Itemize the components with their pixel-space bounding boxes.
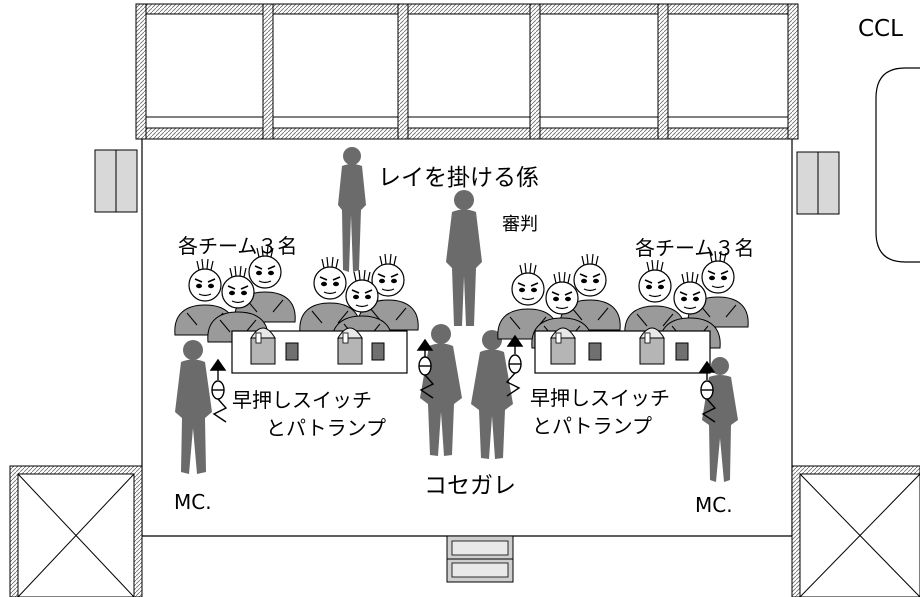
patrol-lamp-icon xyxy=(550,327,576,365)
patrol-lamp-icon xyxy=(337,327,363,365)
referee-label: 審判 xyxy=(502,214,538,235)
switch-right-label-line1: 早押しスイッチ xyxy=(530,386,670,410)
team-left-label: 各チーム３名 xyxy=(178,234,298,258)
wireless-mic-icon xyxy=(416,338,435,399)
wireless-mic-icon xyxy=(698,360,717,423)
buzzer-table-right xyxy=(534,327,711,374)
scaffold-tower-left xyxy=(9,465,143,597)
switch-button-icon xyxy=(588,342,602,361)
scaffold-tower-right xyxy=(791,465,920,597)
ccl-label: CCL xyxy=(858,16,903,42)
referee-figure xyxy=(446,190,482,326)
mc-left-label: MC. xyxy=(174,490,212,514)
switch-left-label-line1: 早押しスイッチ xyxy=(232,388,372,412)
kosegare-figure-left xyxy=(420,324,462,456)
ccl-frame xyxy=(875,67,920,263)
front-steps xyxy=(446,535,514,583)
buzzer-table-left xyxy=(231,327,408,374)
kosegare-figure-right xyxy=(471,330,513,459)
switch-button-icon xyxy=(675,342,689,361)
lei-hanger-label: レイを掛ける係 xyxy=(378,165,539,191)
lei-hanger-figure xyxy=(338,147,366,272)
patrol-lamp-icon xyxy=(250,327,276,365)
switch-button-icon xyxy=(285,342,299,361)
mc-right-figure xyxy=(702,357,738,482)
speaker-right xyxy=(796,151,840,215)
mc-left-figure xyxy=(175,340,212,474)
switch-right-label-line2: とパトランプ xyxy=(532,414,652,438)
switch-left-label-line2: とパトランプ xyxy=(266,416,386,440)
speaker-left xyxy=(94,149,138,213)
switch-button-icon xyxy=(371,342,385,361)
mc-right-label: MC. xyxy=(695,493,733,517)
wireless-mic-icon xyxy=(505,334,524,397)
team-right-label: 各チーム３名 xyxy=(635,236,755,260)
top-truss xyxy=(135,3,799,140)
wireless-mic-icon xyxy=(209,358,228,423)
patrol-lamp-icon xyxy=(639,327,665,365)
kosegare-label: コセガレ xyxy=(424,473,516,499)
